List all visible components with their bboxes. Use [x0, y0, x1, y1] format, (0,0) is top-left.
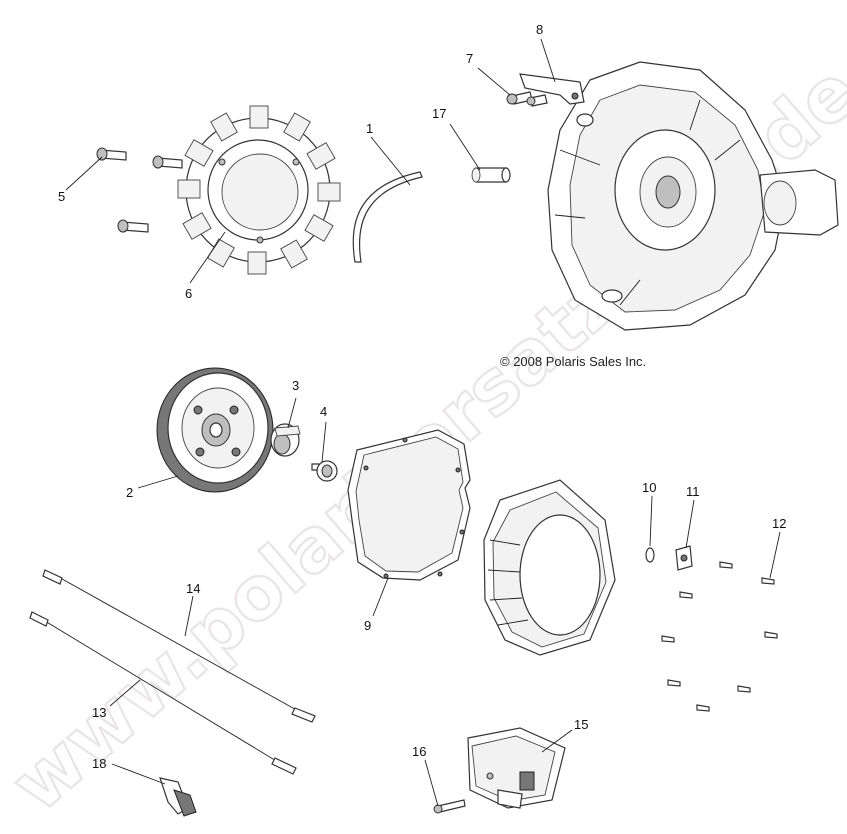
- callout-10: 10: [642, 480, 656, 495]
- small-o-ring-part: [645, 547, 655, 563]
- dowel-pin-part: [471, 167, 511, 183]
- cable-part-2: [29, 611, 297, 775]
- callout-5: 5: [58, 189, 65, 204]
- magneto-cover-part: [483, 479, 616, 656]
- callout-15: 15: [574, 717, 588, 732]
- callout-7: 7: [466, 51, 473, 66]
- cable-part: [42, 569, 316, 723]
- callout-13: 13: [92, 705, 106, 720]
- callout-1: 1: [366, 121, 373, 136]
- callout-16: 16: [412, 744, 426, 759]
- callout-14: 14: [186, 581, 200, 596]
- callout-18: 18: [92, 756, 106, 771]
- starter-clutch-part: [270, 423, 301, 457]
- gasket-part: [347, 429, 471, 581]
- callouts: 1 2 3 4 5 6 7 8 9 10 11 12 13 14 15 16 1…: [58, 22, 786, 771]
- callout-3: 3: [292, 378, 299, 393]
- drive-gear-part: [311, 460, 338, 482]
- callout-4: 4: [320, 404, 327, 419]
- stator-bolt-part: [96, 147, 183, 233]
- callout-17: 17: [432, 106, 446, 121]
- callout-8: 8: [536, 22, 543, 37]
- callout-2: 2: [126, 485, 133, 500]
- flywheel-part: [156, 367, 274, 493]
- voltage-regulator-part: [467, 727, 566, 809]
- bracket-part: [519, 73, 585, 105]
- screw-part: [506, 91, 548, 107]
- o-ring-part: [352, 171, 423, 263]
- cover-bolt-part: [661, 561, 778, 712]
- sensor-part: [675, 545, 693, 571]
- callout-12: 12: [772, 516, 786, 531]
- leader-lines: [65, 38, 781, 807]
- copyright-notice: © 2008 Polaris Sales Inc.: [500, 354, 646, 369]
- stator-part: [177, 105, 341, 275]
- callout-6: 6: [185, 286, 192, 301]
- magneto-housing: [547, 61, 839, 331]
- callout-11: 11: [686, 484, 700, 499]
- callout-9: 9: [364, 618, 371, 633]
- pin-part: [433, 799, 466, 814]
- spark-plug-part: [159, 777, 197, 817]
